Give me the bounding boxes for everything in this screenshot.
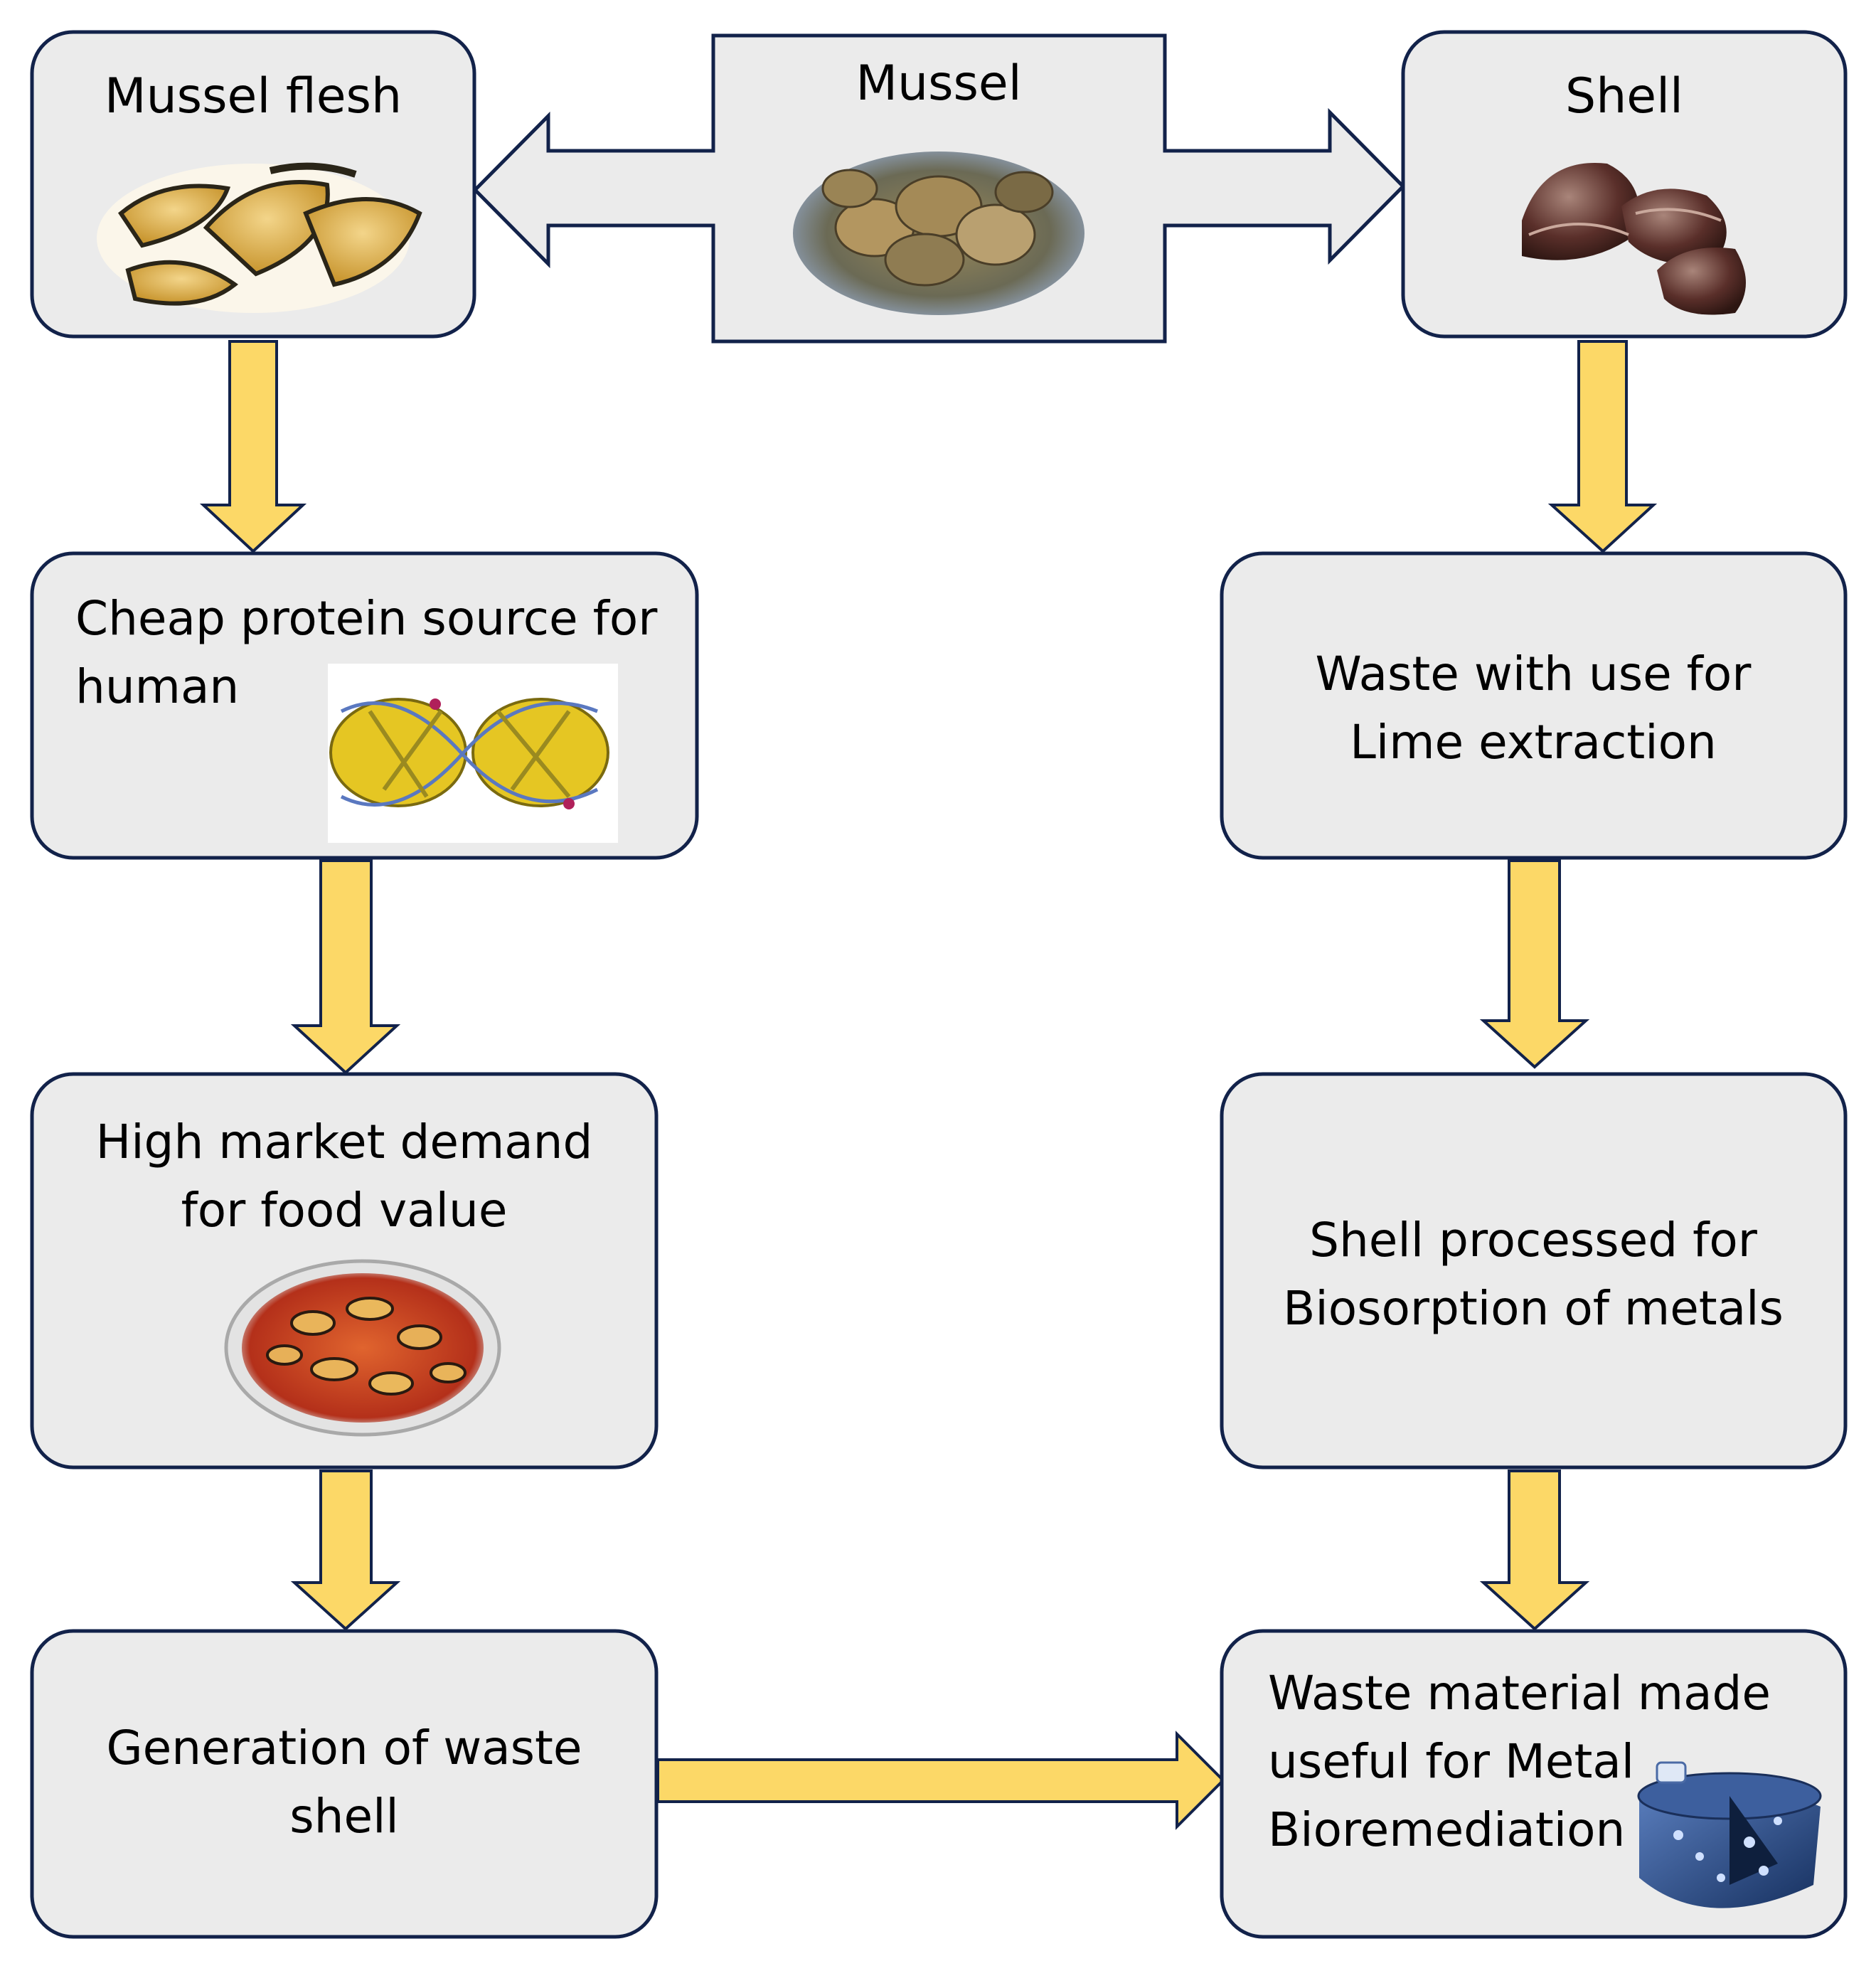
arrow-shell-to-lime bbox=[1547, 340, 1658, 553]
bioremediation-label-line3: Bioremediation bbox=[1268, 1802, 1625, 1857]
arrow-market-to-waste bbox=[290, 1470, 401, 1631]
market-label-line2: for food value bbox=[181, 1183, 508, 1238]
arrow-lime-to-biosorption bbox=[1479, 859, 1590, 1069]
biosorption-label-line1: Shell processed for bbox=[1309, 1213, 1758, 1268]
arrow-waste-to-bioremediation bbox=[656, 1731, 1225, 1830]
shell-label: Shell bbox=[1565, 68, 1683, 124]
bioremediation-label-line2: useful for Metal bbox=[1268, 1734, 1634, 1789]
mussels-icon bbox=[793, 152, 1084, 315]
market-label-line1: High market demand bbox=[96, 1115, 593, 1169]
bioremediation-label-line1: Waste material made bbox=[1268, 1666, 1771, 1721]
waste-generation-box bbox=[30, 1629, 659, 1939]
mussel-flesh-icon bbox=[97, 162, 422, 313]
mussel-dish-icon bbox=[224, 1259, 501, 1437]
mussel-shells-icon bbox=[1522, 163, 1746, 315]
protein-structure-icon bbox=[328, 664, 618, 843]
waste-generation-label-line1: Generation of waste bbox=[106, 1721, 582, 1775]
mussel-label: Mussel bbox=[856, 55, 1021, 112]
lime-box bbox=[1220, 551, 1848, 860]
lime-label-line1: Waste with use for bbox=[1316, 647, 1752, 701]
protein-label-line1: Cheap protein source for bbox=[75, 591, 658, 646]
arrow-protein-to-market bbox=[290, 859, 401, 1075]
mussel-flesh-label: Mussel flesh bbox=[105, 68, 402, 124]
biosorption-label-line2: Biosorption of metals bbox=[1283, 1281, 1784, 1336]
biosorption-box bbox=[1220, 1072, 1848, 1470]
protein-label-line2: human bbox=[75, 659, 239, 714]
waste-generation-label-line2: shell bbox=[289, 1789, 399, 1844]
lime-label-line2: Lime extraction bbox=[1350, 715, 1717, 770]
bioreactor-icon bbox=[1637, 1761, 1822, 1908]
arrow-flesh-to-protein bbox=[199, 340, 307, 553]
arrow-biosorption-to-bioremediation bbox=[1479, 1470, 1590, 1631]
